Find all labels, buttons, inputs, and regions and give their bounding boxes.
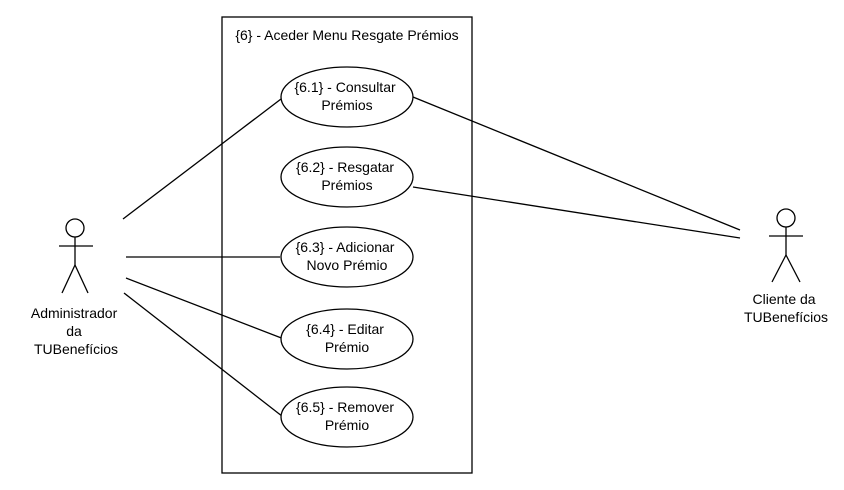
use-case-label-line: Prémio xyxy=(325,417,370,433)
svg-text:{6.3} - Adicionar Novo P: {6.3} - Adicionar Novo Prémio xyxy=(296,239,399,273)
use-case-label-line: {6.4} - Editar xyxy=(306,321,384,337)
actor-label-line: Administrador xyxy=(31,305,118,321)
assoc-admin-uc-6-5 xyxy=(123,292,288,421)
svg-text:{6.4} - Editar Prémio: {6.4} - Editar Prémio xyxy=(306,321,388,355)
actor-label-line: TUBenefícios xyxy=(34,341,118,357)
use-case-label-line: Prémios xyxy=(321,177,372,193)
use-case-label-line: Prémio xyxy=(325,339,370,355)
associations xyxy=(122,96,741,421)
actor-label-line: da xyxy=(66,323,82,339)
use-case-label-line: Novo Prémio xyxy=(307,257,388,273)
use-case-label-line: {6.5} - Remover xyxy=(296,399,394,415)
use-case-6-2[interactable]: {6.2} - Resgatar Prémios xyxy=(280,146,414,208)
system-title: {6} - Aceder Menu Resgate Prémios xyxy=(235,27,458,43)
stick-figure-icon xyxy=(769,208,803,283)
use-case-6-3[interactable]: {6.3} - Adicionar Novo Prémio xyxy=(280,226,414,288)
use-case-ellipse[interactable] xyxy=(280,308,414,370)
system-boundary xyxy=(221,16,473,474)
actor-client-label: Cliente da TUBenefícios xyxy=(744,291,828,325)
assoc-admin-uc-6-4 xyxy=(125,277,285,340)
actor-label-line: TUBenefícios xyxy=(744,309,828,325)
use-case-label-line: Prémios xyxy=(321,97,372,113)
use-case-6-1[interactable]: {6.1} - Consultar Prémios xyxy=(280,66,414,128)
assoc-client-uc-6-1 xyxy=(412,96,741,231)
assoc-admin-uc-6-1 xyxy=(122,98,282,220)
use-case-6-5[interactable]: {6.5} - Remover Prémio xyxy=(280,386,414,448)
actor-admin[interactable] xyxy=(59,218,93,294)
use-case-ellipse[interactable] xyxy=(280,226,414,288)
use-case-label-line: {6.1} - Consultar xyxy=(294,79,396,95)
svg-text:{6.1} - Consultar Prémio: {6.1} - Consultar Prémios xyxy=(294,79,399,113)
svg-text:{6.2} - Resgatar Prémios: {6.2} - Resgatar Prémios xyxy=(296,159,398,193)
stick-figure-icon xyxy=(59,218,93,294)
actor-admin-label: Administrador da TUBenefícios xyxy=(31,305,121,357)
use-case-ellipse[interactable] xyxy=(280,146,414,208)
use-case-6-4[interactable]: {6.4} - Editar Prémio xyxy=(280,308,414,370)
use-case-ellipse[interactable] xyxy=(280,66,414,128)
actor-client[interactable] xyxy=(769,208,803,283)
svg-text:{6.5} - Remover Prémio: {6.5} - Remover Prémio xyxy=(296,399,398,433)
actor-label-line: Cliente da xyxy=(753,291,816,307)
assoc-client-uc-6-2 xyxy=(412,186,741,239)
use-case-ellipse[interactable] xyxy=(280,386,414,448)
use-case-label-line: {6.3} - Adicionar xyxy=(296,239,395,255)
use-case-label-line: {6.2} - Resgatar xyxy=(296,159,394,175)
